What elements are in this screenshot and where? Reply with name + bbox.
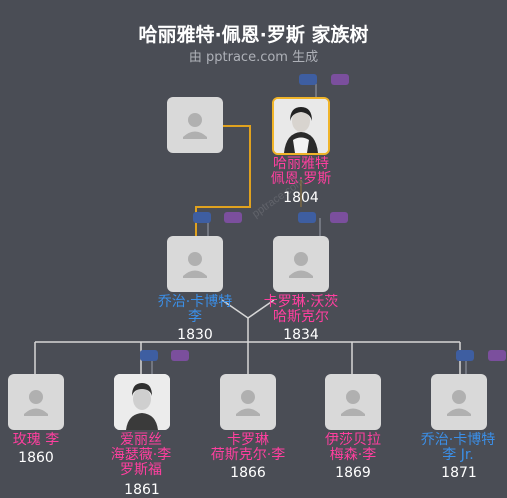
name-line: 卡罗琳: [227, 432, 269, 448]
name-line: 李: [188, 309, 202, 325]
person-name: 卡罗琳 荷斯克尔·李: [198, 433, 298, 463]
person-card-alice[interactable]: [114, 374, 170, 430]
birth-year: 1804: [283, 190, 319, 206]
expand-spouse-chip[interactable]: [330, 212, 348, 223]
person-silhouette-icon: [341, 390, 365, 416]
expand-ancestors-chip[interactable]: [193, 212, 211, 223]
person-card-unknown-parent[interactable]: [167, 97, 223, 153]
person-silhouette-icon: [24, 390, 48, 416]
name-line: 佩恩·罗斯: [270, 171, 332, 187]
expand-spouse-chip[interactable]: [331, 74, 349, 85]
name-line: 荷斯克尔·李: [210, 447, 286, 463]
person-name: 玫瑰 李: [12, 432, 60, 448]
person-card-george-jr[interactable]: [431, 374, 487, 430]
name-line: 李 Jr.: [442, 447, 474, 463]
birth-year: 1860: [18, 450, 54, 466]
person-silhouette-icon: [236, 390, 260, 416]
name-line: 伊莎贝拉: [325, 432, 381, 448]
person-silhouette-icon: [447, 390, 471, 416]
name-line: 卡罗琳·沃茨: [263, 294, 339, 310]
name-line: 罗斯福: [120, 462, 162, 478]
birth-year: 1830: [177, 327, 213, 343]
person-name: 卡罗琳·沃茨 哈斯克尔: [251, 295, 351, 325]
portrait-photo: [274, 99, 328, 153]
name-line: 乔治·卡博特: [157, 294, 233, 310]
person-silhouette-icon: [183, 252, 207, 278]
person-name: 爱丽丝 海瑟薇·李 罗斯福: [95, 433, 187, 478]
name-line: 哈斯克尔: [273, 309, 329, 325]
children-link: [34, 318, 461, 374]
expand-spouse-chip[interactable]: [224, 212, 242, 223]
birth-year: 1869: [335, 465, 371, 481]
page-subtitle: 由 pptrace.com 生成: [188, 50, 319, 65]
person-name: 乔治·卡博特 李 Jr.: [409, 433, 507, 463]
person-card-caroline-jr[interactable]: [220, 374, 276, 430]
name-line: 乔治·卡博特: [420, 432, 496, 448]
person-name: 伊莎贝拉 梅森·李: [308, 433, 398, 463]
name-line: 哈丽雅特: [273, 156, 329, 172]
expand-ancestors-chip[interactable]: [298, 212, 316, 223]
birth-year: 1866: [230, 465, 266, 481]
portrait-photo: [114, 374, 170, 430]
expand-ancestors-chip[interactable]: [299, 74, 317, 85]
person-card-george[interactable]: [167, 236, 223, 292]
page-title: 哈丽雅特·佩恩·罗斯 家族树: [138, 24, 369, 46]
person-name: 乔治·卡博特 李: [148, 295, 242, 325]
expand-spouse-chip[interactable]: [171, 350, 189, 361]
expand-ancestors-chip[interactable]: [140, 350, 158, 361]
person-silhouette-icon: [289, 252, 313, 278]
couple-link: [221, 299, 275, 319]
birth-year: 1834: [283, 327, 319, 343]
person-card-caroline[interactable]: [273, 236, 329, 292]
person-card-rose[interactable]: [8, 374, 64, 430]
person-card-harriet[interactable]: [272, 97, 330, 155]
person-name: 哈丽雅特 佩恩·罗斯: [261, 157, 341, 187]
birth-year: 1871: [441, 465, 477, 481]
person-card-isabella[interactable]: [325, 374, 381, 430]
name-line: 梅森·李: [329, 447, 377, 463]
expand-ancestors-chip[interactable]: [456, 350, 474, 361]
birth-year: 1861: [124, 482, 160, 498]
name-line: 海瑟薇·李: [110, 447, 172, 463]
name-line: 爱丽丝: [120, 432, 162, 448]
expand-spouse-chip[interactable]: [488, 350, 506, 361]
person-silhouette-icon: [183, 113, 207, 139]
